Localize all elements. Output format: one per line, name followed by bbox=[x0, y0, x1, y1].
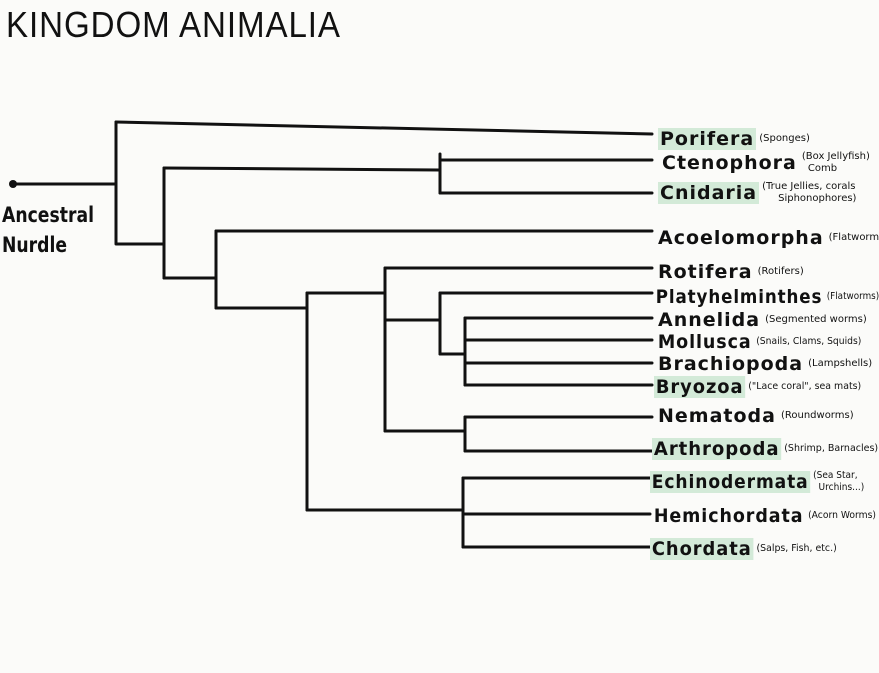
common-name: (Snails, Clams, Squids) bbox=[756, 336, 862, 347]
common-name: ("Lace coral", sea mats) bbox=[748, 381, 862, 392]
taxon-name: Platyhelminthes bbox=[655, 286, 823, 308]
taxon-hemichordata: Hemichordata (Acorn Worms) bbox=[652, 504, 876, 528]
common-name: (Flatworms) bbox=[826, 291, 879, 302]
taxon-name: Acoelomorpha bbox=[658, 227, 824, 249]
taxon-name: Annelida bbox=[658, 309, 761, 331]
taxon-name: Echinodermata bbox=[650, 471, 811, 493]
branch-porifera bbox=[114, 120, 654, 136]
branches bbox=[12, 120, 654, 549]
common-name: (Flatworms) bbox=[828, 232, 879, 243]
page-title: KINGDOM ANIMALIA bbox=[6, 4, 341, 45]
taxon-name: Chordata bbox=[650, 538, 754, 560]
taxon-ctenophora: Ctenophora (Box Jellyfish)Comb bbox=[660, 151, 870, 175]
taxon-name: Nematoda bbox=[658, 405, 776, 427]
branch-cnidaria-ctenophora bbox=[162, 166, 442, 172]
common-name: (Lampshells) bbox=[808, 358, 873, 369]
root-label: Ancestral Nurdle bbox=[2, 200, 94, 260]
common-name: (Segmented worms) bbox=[765, 314, 867, 325]
taxon-name: Porifera bbox=[658, 128, 757, 150]
common-name: (Roundworms) bbox=[780, 410, 854, 421]
common-name: (Rotifers) bbox=[757, 266, 804, 277]
taxon-name: Brachiopoda bbox=[658, 353, 804, 375]
common-name: (Shrimp, Barnacles) bbox=[784, 443, 879, 454]
taxon-annelida: Annelida (Segmented worms) bbox=[656, 308, 867, 332]
root-label-line1: Ancestral bbox=[2, 203, 94, 227]
taxon-name: Bryozoa bbox=[654, 376, 746, 398]
taxon-echinodermata: Echinodermata (Sea Star,Urchins...) bbox=[650, 470, 864, 494]
taxon-rotifera: Rotifera (Rotifers) bbox=[656, 260, 804, 284]
taxon-porifera: Porifera (Sponges) bbox=[658, 127, 810, 151]
taxon-bryozoa: Bryozoa ("Lace coral", sea mats) bbox=[654, 375, 861, 399]
taxon-nematoda: Nematoda (Roundworms) bbox=[656, 404, 854, 428]
common-name: (Salps, Fish, etc.) bbox=[756, 543, 837, 554]
common-name: (Acorn Worms) bbox=[808, 510, 877, 521]
taxon-chordata: Chordata (Salps, Fish, etc.) bbox=[650, 537, 837, 561]
common-name: (Box Jellyfish)Comb bbox=[801, 151, 870, 174]
taxon-name: Mollusca bbox=[657, 331, 752, 353]
common-name: (Sea Star,Urchins...) bbox=[813, 470, 865, 493]
root-label-line2: Nurdle bbox=[2, 233, 68, 257]
taxon-name: Hemichordata bbox=[653, 505, 804, 527]
root-node-dot bbox=[9, 180, 17, 188]
taxon-acoelomorpha: Acoelomorpha (Flatworms) bbox=[656, 226, 879, 250]
taxon-name: Ctenophora bbox=[662, 152, 797, 174]
taxon-platyhelminthes: Platyhelminthes (Flatworms) bbox=[654, 285, 879, 309]
taxon-brachiopoda: Brachiopoda (Lampshells) bbox=[656, 352, 872, 376]
node-animalia bbox=[114, 120, 166, 246]
common-name: (Sponges) bbox=[759, 133, 810, 144]
taxon-name: Arthropoda bbox=[652, 438, 782, 460]
taxon-name: Cnidaria bbox=[658, 182, 760, 204]
taxon-name: Rotifera bbox=[658, 261, 753, 283]
taxon-arthropoda: Arthropoda (Shrimp, Barnacles) bbox=[652, 437, 878, 461]
taxon-mollusca: Mollusca (Snails, Clams, Squids) bbox=[656, 330, 862, 354]
